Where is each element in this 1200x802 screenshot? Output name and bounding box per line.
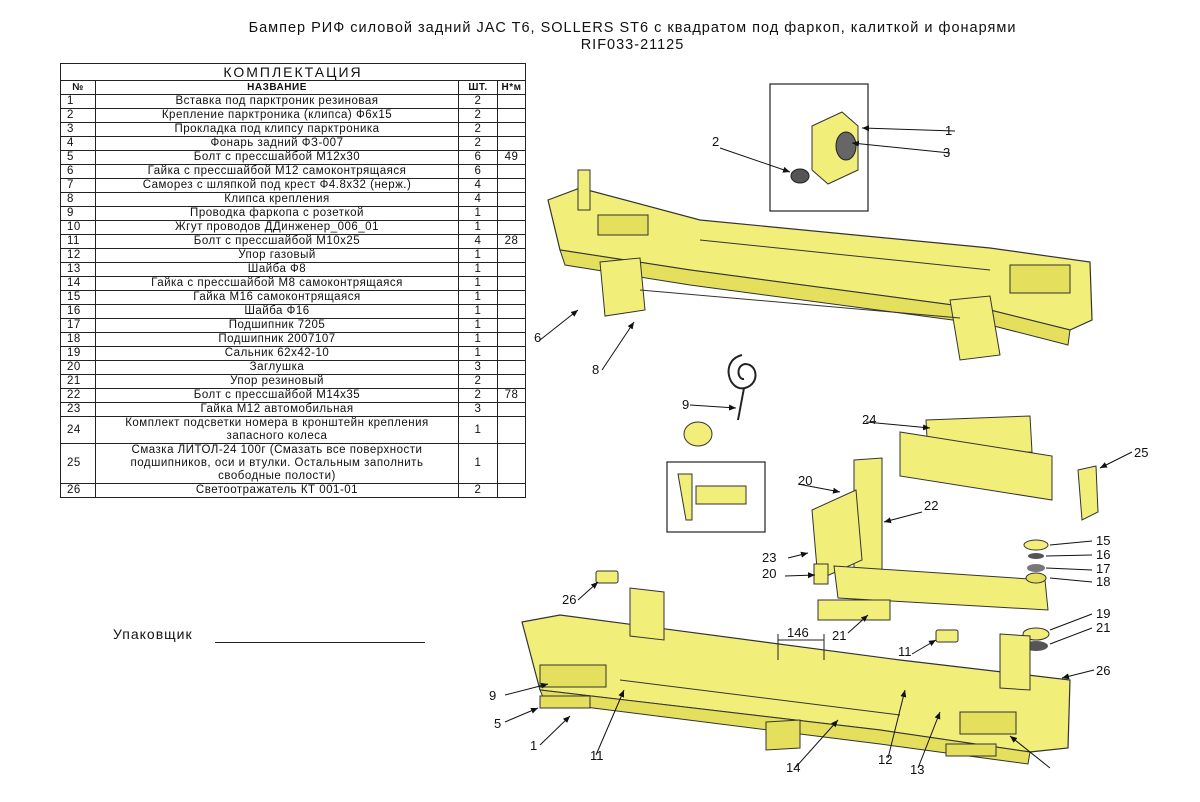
row-name: Гайка с прессшайбой M12 самоконтрящаяся (95, 164, 459, 179)
callout-2: 2 (712, 134, 719, 149)
row-torque: 78 (497, 388, 526, 403)
row-name: Гайка M12 автомобильная (95, 402, 459, 417)
tow-wiring-harness (727, 354, 757, 390)
packer-signature-line (215, 642, 425, 643)
callout-22: 22 (924, 498, 938, 513)
license-plate-light-kit (899, 415, 1053, 501)
row-number: 26 (60, 483, 96, 498)
callout-24: 24 (862, 412, 876, 427)
tow-socket (683, 421, 713, 447)
callout-11-b: 14 (786, 760, 800, 775)
lubricant-tube (1077, 465, 1099, 521)
row-name: Фонарь задний ФЗ-007 (95, 136, 459, 151)
callout-21: 21 (832, 628, 846, 643)
row-name: Светоотражатель КТ 001-01 (95, 483, 459, 498)
row-name: Крепление парктроника (клипса) Ф6х15 (95, 108, 459, 123)
row-number: 17 (60, 318, 96, 333)
callout-9: 9 (682, 397, 689, 412)
callout-15: 16 (1096, 547, 1110, 562)
reflector-right (935, 629, 959, 643)
callout-6: 6 (534, 330, 541, 345)
callout-9-b: 5 (494, 716, 501, 731)
callout-20-c: 15 (1096, 533, 1110, 548)
callout-8: 8 (592, 362, 599, 377)
row-name: Подшипник 7205 (95, 318, 459, 333)
callout-20: 20 (798, 473, 812, 488)
reflector-left (595, 570, 619, 584)
callout-25: 25 (1134, 445, 1148, 460)
callout-14: 12 (878, 752, 892, 767)
row-number: 21 (60, 374, 96, 389)
callout-23: 23 (762, 550, 776, 565)
row-name: Сальник 62x42-10 (95, 346, 459, 361)
lower-bumper-assembly (521, 587, 1071, 765)
callout-11: 9 (489, 688, 496, 703)
row-number: 24 (60, 416, 96, 444)
callout-18: 19 (1096, 606, 1110, 621)
callout-26: 26 (562, 592, 576, 607)
row-name: Саморез с шляпкой под крест Ф4.8x32 (нер… (95, 178, 459, 193)
callout-20-b: 20 (762, 566, 776, 581)
drawing-title: Бампер РИФ силовой задний JAC T6, SOLLER… (248, 20, 1017, 36)
row-name: Комплект подсветки номера в кронштейн кр… (95, 416, 459, 444)
callout-21-b: 26 (1096, 663, 1110, 678)
upper-bumper-assembly (547, 169, 1093, 361)
callout-1-b: 11 (590, 748, 604, 763)
callout-19: 21 (1096, 620, 1110, 635)
drawing-article-number: RIF033-21125 (580, 37, 685, 53)
callout-12: 13 (910, 762, 924, 777)
callout-5: 1 (530, 738, 537, 753)
parktronic-clip-detail (790, 111, 859, 185)
callout-17: 18 (1096, 574, 1110, 589)
spare-wheel-carrier (811, 457, 1050, 651)
row-torque (497, 443, 526, 484)
row-number: 16 (60, 304, 96, 319)
row-torque (497, 483, 526, 498)
row-torque: 28 (497, 234, 526, 249)
row-name: Вставка под парктроник резиновая (95, 94, 459, 109)
callout-3: 3 (943, 145, 950, 160)
dimension-label: 146 (787, 625, 809, 640)
callout-1: 1 (945, 123, 952, 138)
row-number: 25 (60, 443, 96, 484)
callout-16: 17 (1096, 561, 1110, 576)
callout-26-b: 11 (898, 644, 912, 659)
row-qty: 1 (458, 443, 498, 484)
packer-label: Упаковщик (113, 626, 193, 642)
